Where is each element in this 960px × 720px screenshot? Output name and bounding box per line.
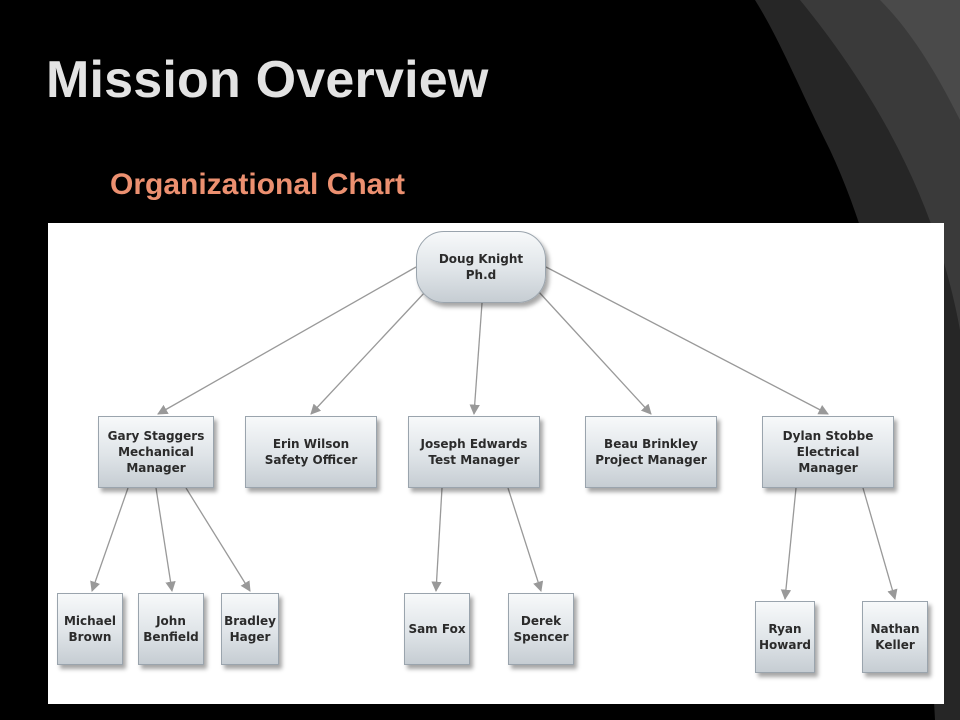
- org-node-erin-wilson: Erin Wilson Safety Officer: [245, 416, 377, 488]
- connector-doug-to-beau: [537, 290, 652, 415]
- connector-gary-to-bradley: [185, 487, 251, 592]
- org-node-ryan-howard: Ryan Howard: [755, 601, 815, 673]
- org-node-michael-brown: Michael Brown: [57, 593, 123, 665]
- connector-joseph-to-sam: [431, 487, 443, 593]
- connector-layer: [90, 266, 898, 601]
- connector-doug-to-erin: [310, 290, 427, 415]
- connector-doug-to-dylan: [545, 266, 829, 415]
- org-node-bradley-hager: Bradley Hager: [221, 593, 279, 665]
- org-node-dylan-stobbe: Dylan Stobbe Electrical Manager: [762, 416, 894, 488]
- slide-title: Mission Overview: [46, 51, 489, 109]
- org-node-beau-brinkley: Beau Brinkley Project Manager: [585, 416, 717, 488]
- connector-gary-to-michael: [90, 487, 129, 592]
- org-node-nathan-keller: Nathan Keller: [862, 601, 928, 673]
- connector-dylan-to-ryan: [780, 487, 797, 601]
- org-node-john-benfield: John Benfield: [138, 593, 204, 665]
- connector-doug-to-joseph: [469, 302, 483, 416]
- org-chart-panel: Doug Knight Ph.d Gary Staggers Mechanica…: [48, 223, 944, 704]
- connector-dylan-to-nathan: [862, 487, 898, 600]
- org-node-doug-knight: Doug Knight Ph.d: [416, 231, 546, 303]
- connector-joseph-to-derek: [507, 487, 544, 592]
- org-node-gary-staggers: Gary Staggers Mechanical Manager: [98, 416, 214, 488]
- org-node-derek-spencer: Derek Spencer: [508, 593, 574, 665]
- slide-subtitle: Organizational Chart: [110, 168, 406, 201]
- connector-doug-to-gary: [157, 266, 417, 415]
- org-node-joseph-edwards: Joseph Edwards Test Manager: [408, 416, 540, 488]
- org-node-sam-fox: Sam Fox: [404, 593, 470, 665]
- connector-gary-to-john: [155, 487, 176, 593]
